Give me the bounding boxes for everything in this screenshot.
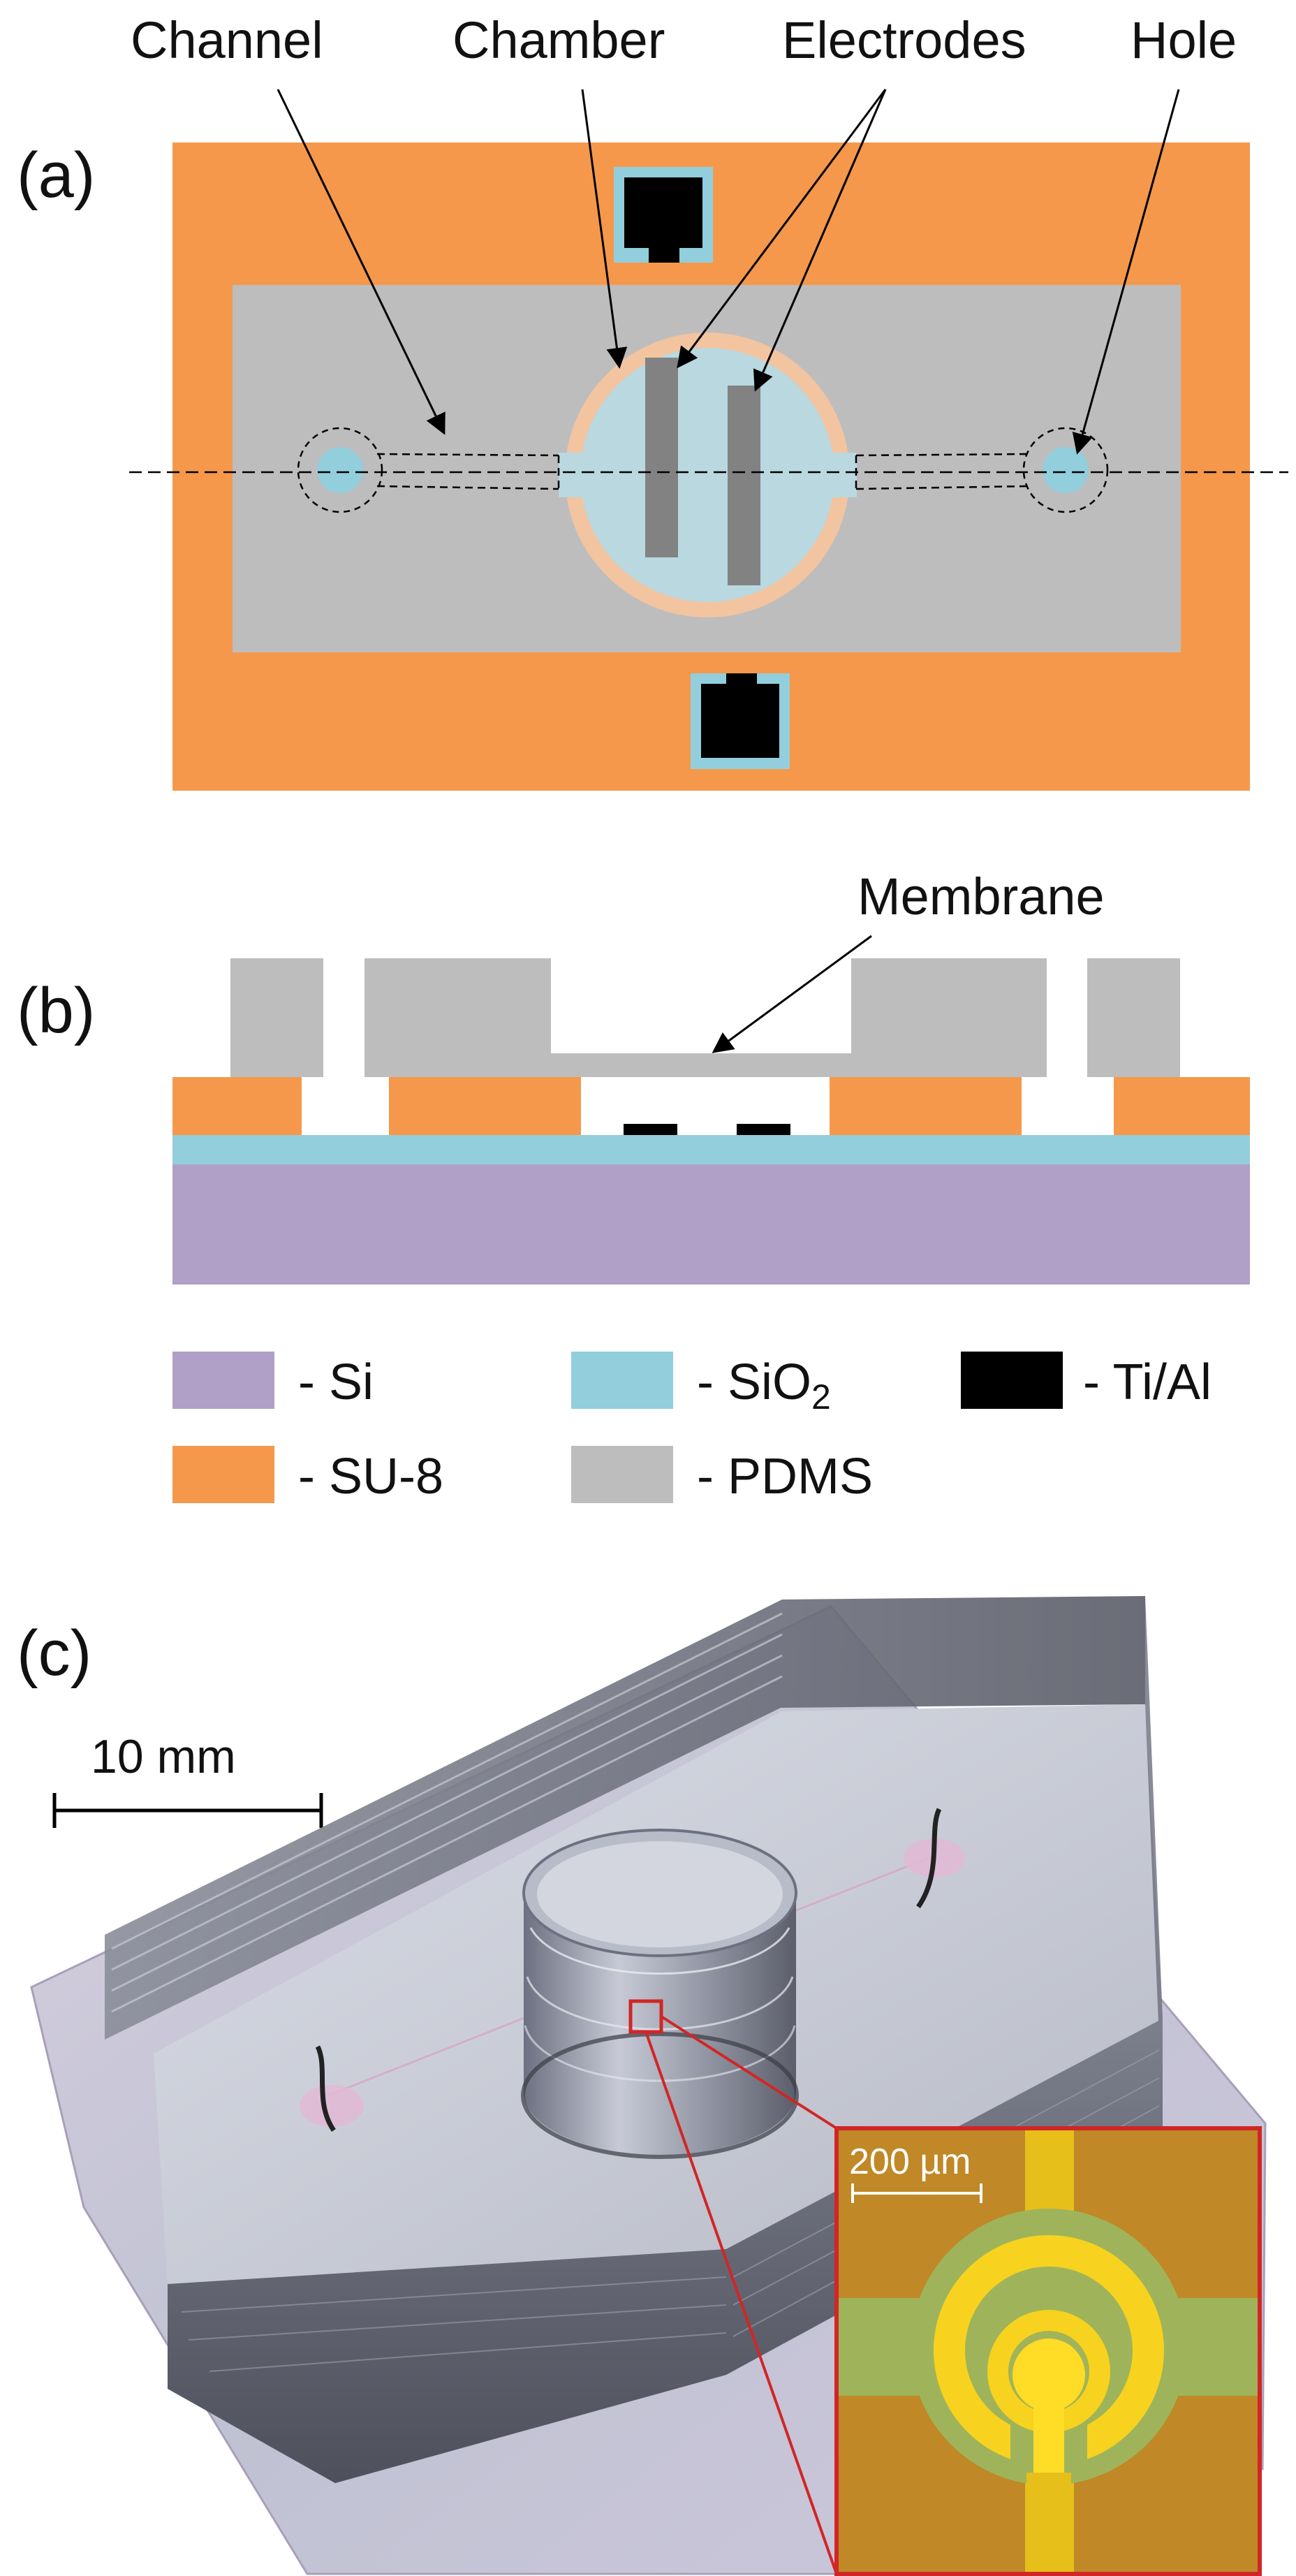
callout-hole: Hole (1131, 11, 1237, 69)
legend-label-ti-al: - Ti/Al (1083, 1354, 1212, 1410)
panel-a-top-view: (a) Ch (17, 11, 1288, 791)
callout-leaders (277, 89, 1180, 455)
legend-label-su8: - SU-8 (298, 1449, 443, 1505)
ti-al-electrodes (624, 1124, 790, 1135)
legend-swatch-pdms (571, 1446, 673, 1503)
legend-swatch-sio2 (571, 1352, 673, 1409)
photo-hole-left (300, 2085, 364, 2127)
electrode-left (645, 358, 678, 557)
panel-b-label: (b) (17, 975, 95, 1046)
legend-label-si: - Si (298, 1354, 374, 1410)
si-substrate (172, 1164, 1250, 1285)
pdms-front-wall (168, 2019, 1163, 2483)
legend: - Si - SU-8 - SiO2 - PDMS - Ti/Al (172, 1352, 1212, 1505)
legend-label-pdms: - PDMS (697, 1449, 873, 1505)
scale-bar (52, 1793, 323, 1828)
callout-channel: Channel (131, 11, 323, 69)
membrane-leader (712, 935, 872, 1053)
zoom-line-bottom (645, 2031, 838, 2575)
scale-bar-label: 10 mm (91, 1730, 236, 1783)
channel-dashed-outline (376, 453, 1030, 490)
callout-chamber: Chamber (452, 11, 665, 69)
hole-right (1043, 447, 1089, 493)
legend-label-sio2: - SiO2 (697, 1354, 831, 1417)
legend-swatch-su8 (172, 1446, 274, 1503)
callout-membrane: Membrane (857, 868, 1105, 925)
inset-border (834, 2126, 1262, 2576)
legend-swatch-si (172, 1352, 274, 1409)
callout-electrodes: Electrodes (782, 11, 1026, 69)
electrode-right (728, 386, 760, 585)
contact-pad-bottom (691, 673, 790, 769)
panel-c-label: (c) (17, 1618, 91, 1689)
contact-pad-top (614, 167, 713, 263)
legend-swatch-ti-al (961, 1352, 1063, 1409)
reservoir-cylinder (521, 1829, 799, 2159)
panel-a-label: (a) (17, 140, 95, 211)
panel-b-cross-section: (b) Membrane (17, 868, 1250, 1285)
inset-scale-bar (851, 2183, 982, 2203)
microscope-inset: 200 µm (834, 2126, 1262, 2576)
zoom-line-top (660, 2015, 838, 2130)
inset-scale-label: 200 µm (849, 2142, 971, 2182)
chamber-channel-ports (559, 453, 857, 497)
su8-blocks (172, 1077, 1250, 1135)
pdms-blocks (230, 958, 1180, 1077)
panel-c-photo: (c) 10 mm (17, 1596, 1267, 2576)
hole-left (317, 447, 363, 493)
sio2-layer (172, 1135, 1250, 1164)
pdms-back-wall (105, 1596, 1145, 2040)
